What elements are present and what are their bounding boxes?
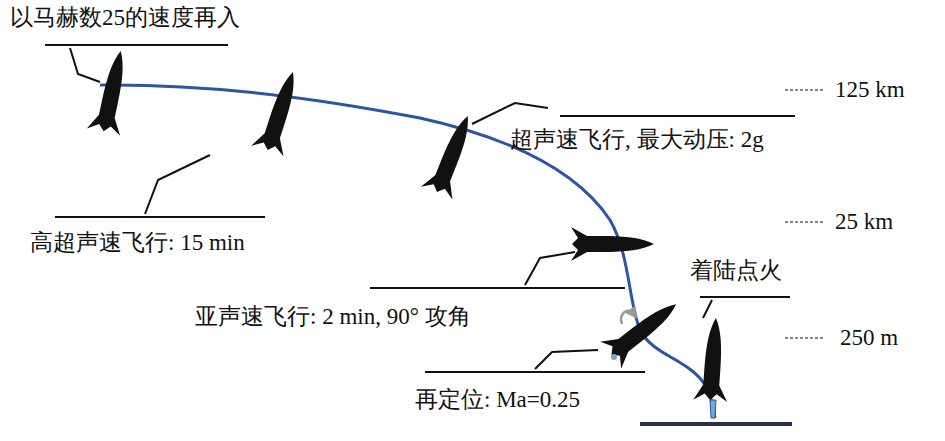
rotation-arrow bbox=[621, 311, 634, 324]
rocket bbox=[600, 291, 686, 369]
altitude-ticks bbox=[785, 90, 825, 338]
ground-line bbox=[640, 422, 792, 426]
leader-lines bbox=[45, 45, 795, 372]
phase-label: 再定位: Ma=0.25 bbox=[415, 386, 580, 414]
engine-flame bbox=[710, 400, 716, 418]
rocket bbox=[571, 227, 654, 261]
phase-label: 高超声速飞行: 15 min bbox=[30, 229, 245, 257]
title-label: 以马赫数25的速度再入 bbox=[10, 4, 240, 32]
thruster-puff bbox=[611, 354, 617, 360]
rocket bbox=[251, 67, 309, 156]
altitude-label: 25 km bbox=[835, 208, 893, 236]
altitude-label: 125 km bbox=[835, 76, 905, 104]
phase-label: 着陆点火 bbox=[690, 257, 782, 285]
phase-label: 超声速飞行, 最大动压: 2g bbox=[510, 126, 764, 154]
altitude-label: 250 m bbox=[840, 324, 898, 352]
rocket bbox=[87, 47, 138, 135]
rocket bbox=[693, 317, 733, 402]
phase-label: 亚声速飞行: 2 min, 90° 攻角 bbox=[195, 303, 471, 331]
